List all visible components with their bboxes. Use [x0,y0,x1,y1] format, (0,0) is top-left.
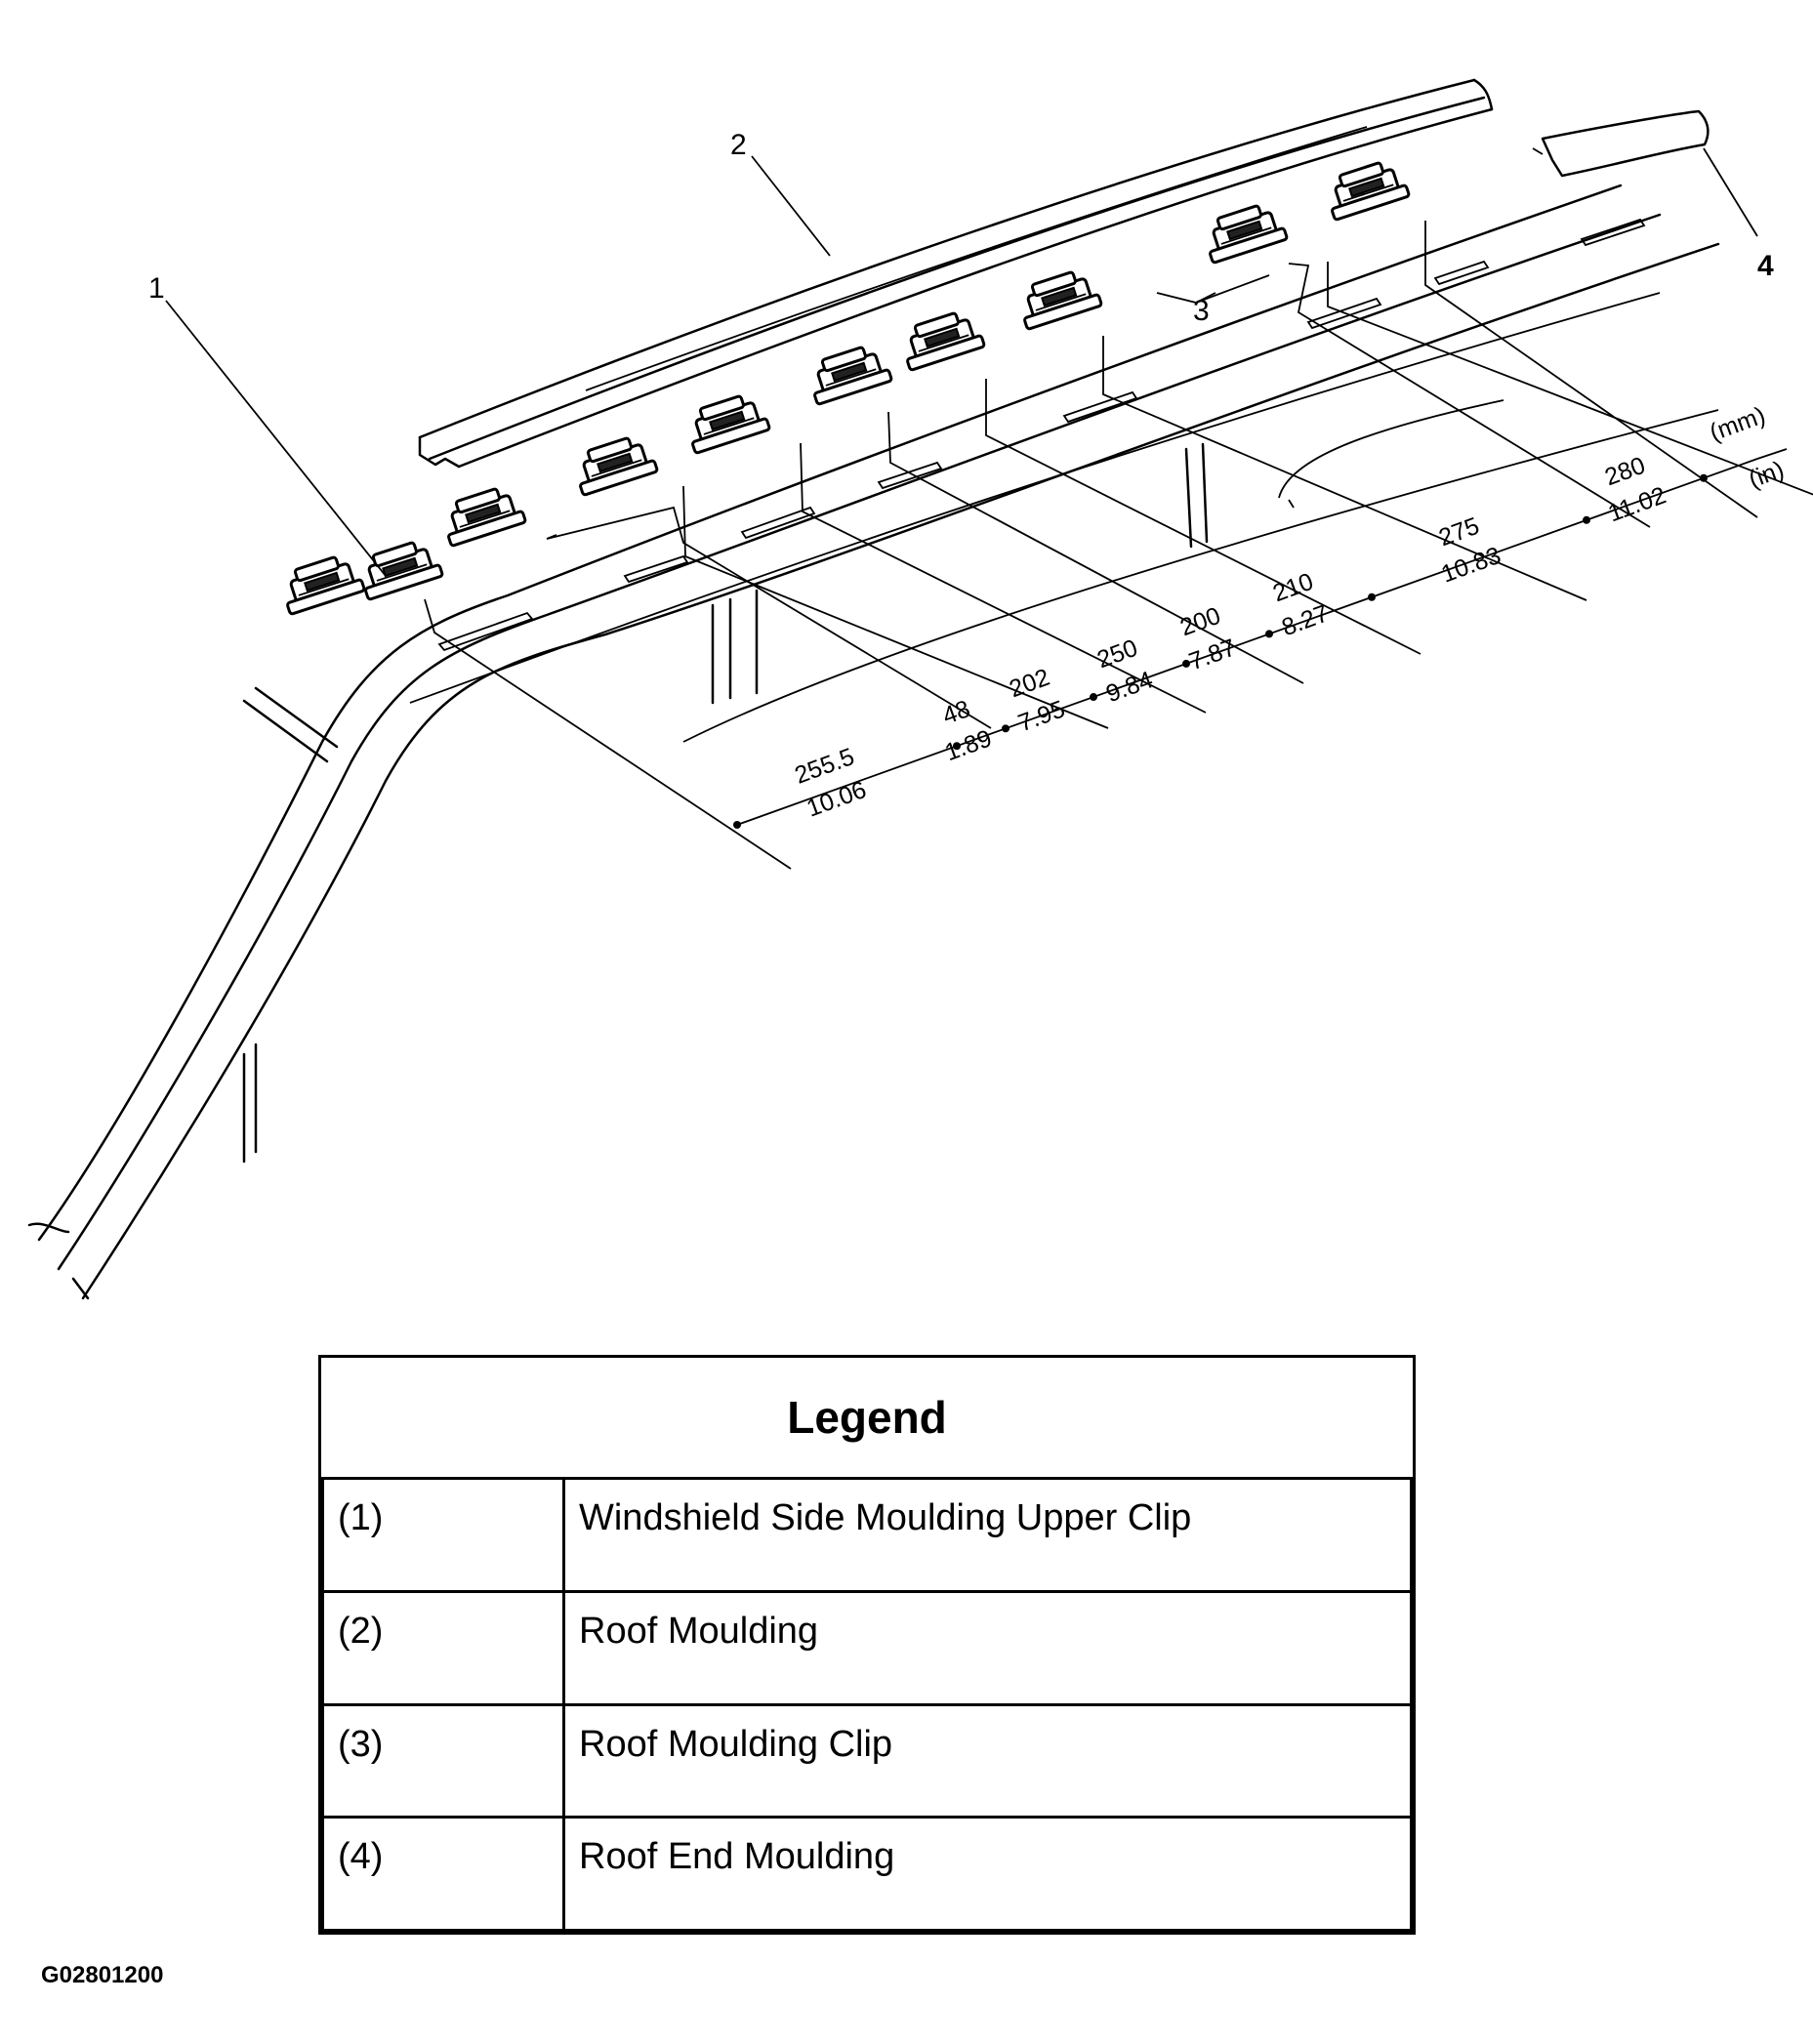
legend-row: (4) Roof End Moulding [321,1816,1413,1932]
dimension-arrow [1583,515,1590,524]
windshield-side-moulding-upper-clip [286,555,366,616]
dimension-arrow [1090,693,1097,702]
dimension-mm: 200 [1176,602,1224,642]
dimension-in: 9.84 [1102,666,1156,708]
extension-lines [424,221,1813,870]
dimension-in: 7.95 [1014,695,1068,737]
roof-moulding [418,78,1494,469]
legend-label: Roof End Moulding [562,1816,1413,1932]
legend-row: (2) Roof Moulding [321,1589,1413,1706]
legend-label: Roof Moulding [562,1589,1413,1706]
roof-moulding-clip [906,311,986,372]
vehicle-body-outline [27,184,1720,1300]
dimension-in: 7.87 [1185,634,1239,675]
dimension-arrow [1002,724,1010,733]
dimension: 481.89 [939,695,996,766]
dimension-arrow [1700,473,1708,482]
roof-moulding-clip [1331,161,1411,222]
roof-moulding-clip [447,487,527,548]
roof-moulding-clip [1023,270,1103,331]
dimension-arrow [733,821,741,829]
legend-title: Legend [322,1358,1412,1480]
roof-moulding-clip [1209,204,1289,265]
roof-moulding-clip [691,394,771,455]
callout-1: 1 [148,272,165,305]
callout-3: 3 [1193,295,1210,327]
dimension-mm: 280 [1601,452,1649,492]
dimension-in: 1.89 [941,724,995,766]
callout-2: 2 [730,129,747,161]
dimension-in: 8.27 [1278,599,1332,641]
dimension: 255.510.06 [791,743,870,823]
dimension-arrow [953,742,961,751]
dimension-mm: 202 [1006,664,1053,704]
legend-grid: Legend (1) Windshield Side Moulding Uppe… [321,1358,1413,1932]
roof-moulding-clip [813,346,893,406]
roof-moulding-clip [579,436,659,497]
dimension-mm: 250 [1093,634,1141,675]
callout-4: 4 [1757,250,1774,282]
callout-leaders [165,147,1758,577]
legend-key: (2) [321,1589,565,1706]
legend-row: (1) Windshield Side Moulding Upper Clip [321,1477,1413,1593]
legend-row: (3) Roof Moulding Clip [321,1702,1413,1819]
dimension-mm: 275 [1435,512,1483,552]
legend-key: (3) [321,1702,565,1819]
windshield-side-moulding-upper-clip [364,541,444,601]
roof-end-moulding [1532,109,1710,178]
figure-id: G02801200 [41,1962,164,1988]
clips [286,161,1411,616]
legend-table: Legend (1) Windshield Side Moulding Uppe… [318,1355,1416,1935]
legend-label: Roof Moulding Clip [562,1702,1413,1819]
callout-labels: 1 2 3 4 [148,129,1774,327]
dimension-arrow [1182,659,1190,668]
unit-mm: (mm) [1706,401,1768,446]
legend-key: (1) [321,1477,565,1593]
dimension-arrow [1368,593,1376,601]
dimension-arrow [1265,630,1273,638]
dimension-mm: 210 [1269,568,1317,608]
legend-key: (4) [321,1816,565,1932]
legend-label: Windshield Side Moulding Upper Clip [562,1477,1413,1593]
